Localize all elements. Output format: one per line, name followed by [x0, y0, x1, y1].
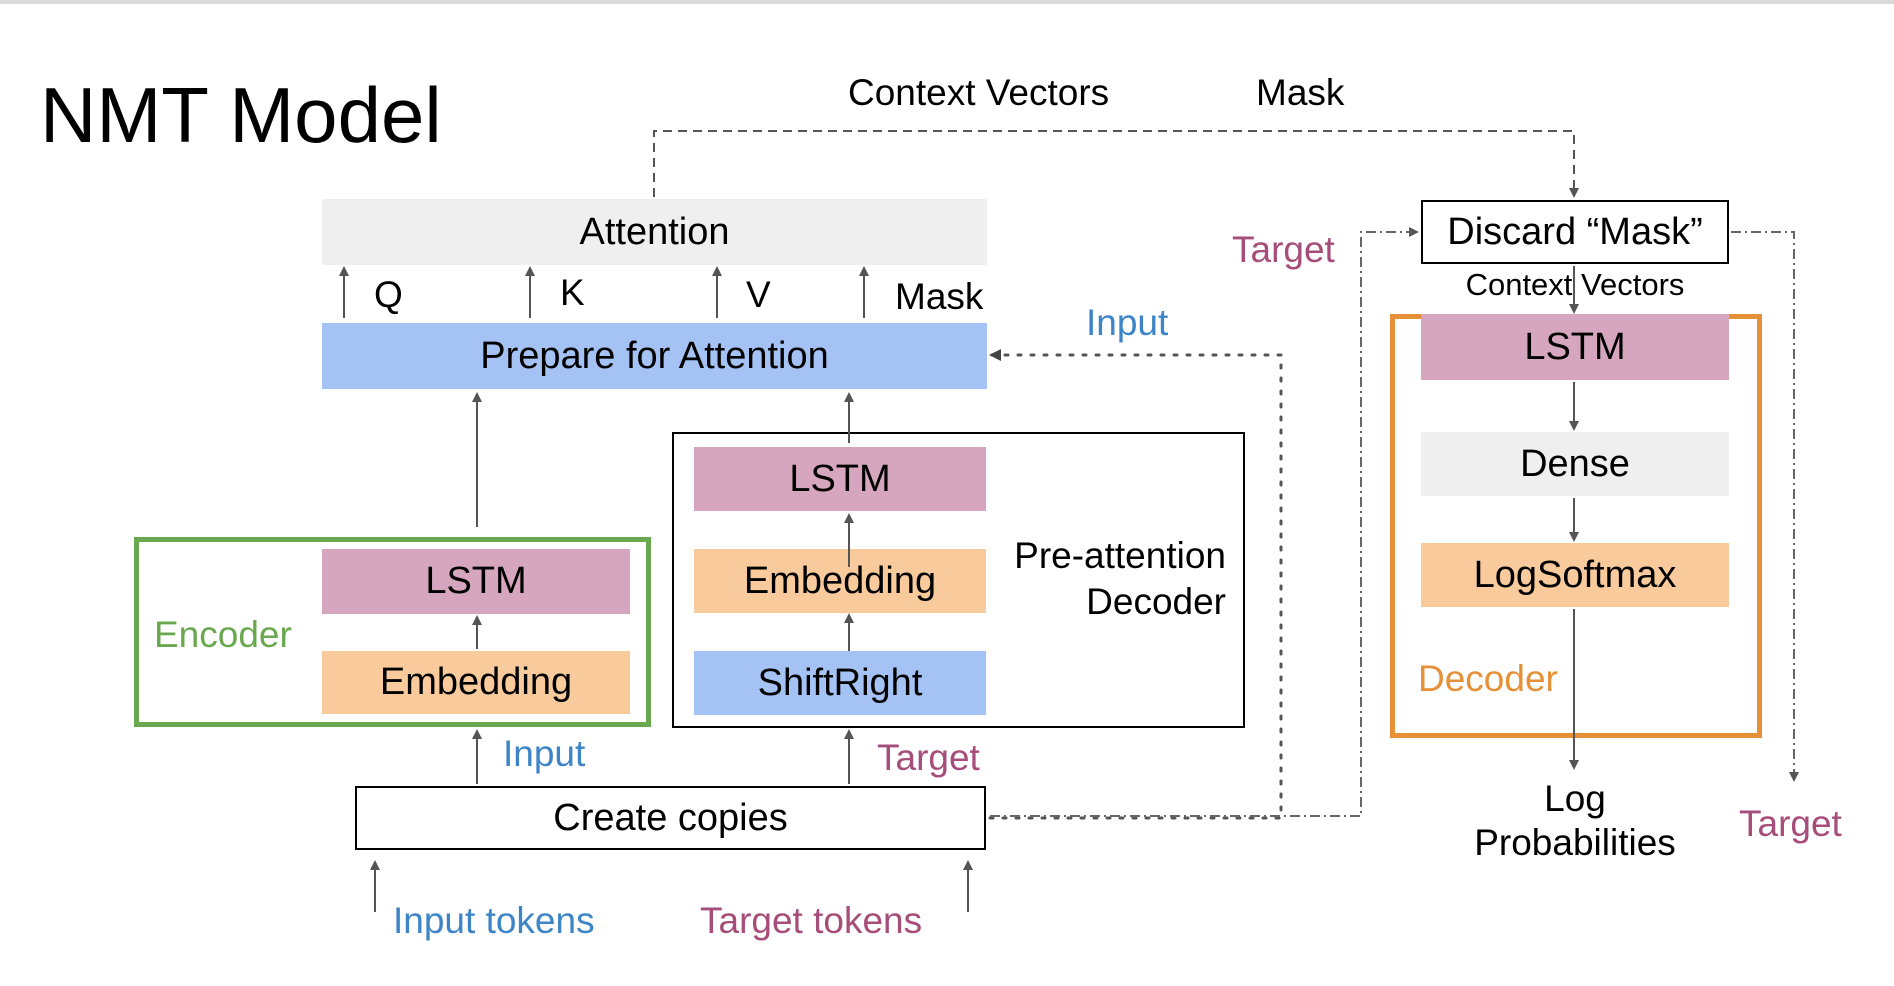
log-probabilities-line1: Log: [1544, 778, 1606, 819]
encoder-label: Encoder: [154, 614, 292, 655]
attention-block: Attention: [322, 199, 987, 265]
discard-mask-block: Discard “Mask”: [1421, 200, 1729, 264]
context-vectors-dashed-path: [653, 130, 1579, 198]
discard-target-label: Target: [1232, 229, 1335, 270]
log-probabilities-line2: Probabilities: [1474, 822, 1676, 863]
create-copies-block: Create copies: [355, 786, 986, 850]
context-vectors-label: Context Vectors: [848, 72, 1110, 113]
pre-decoder-embedding-block: Embedding: [694, 549, 986, 613]
target-tokens-label: Target tokens: [700, 900, 923, 941]
output-target-label: Target: [1739, 803, 1842, 844]
copies-input-label: Input: [503, 733, 586, 774]
decoder-label: Decoder: [1418, 658, 1558, 699]
target-dashdot-path: [990, 227, 1419, 817]
prepare-input-label: Input: [1086, 302, 1169, 343]
output-target-dashdot-path: [1731, 231, 1799, 782]
encoder-lstm-block: LSTM: [322, 549, 630, 614]
v-label: V: [746, 274, 771, 315]
pre-decoder-lstm-block: LSTM: [694, 447, 986, 511]
pre-attention-decoder-container: [672, 432, 1245, 728]
input-tokens-label: Input tokens: [393, 900, 595, 941]
page-title: NMT Model: [40, 71, 442, 159]
prepare-for-attention-block: Prepare for Attention: [322, 323, 987, 389]
copies-target-label: Target: [877, 737, 980, 778]
top-border: [0, 0, 1894, 4]
q-label: Q: [374, 274, 403, 315]
attention-mask-label: Mask: [895, 276, 984, 317]
shift-right-block: ShiftRight: [694, 651, 986, 715]
pre-decoder-label-line1: Pre-attention: [1014, 535, 1226, 576]
mask-label: Mask: [1256, 72, 1345, 113]
encoder-container: [134, 537, 651, 727]
decoder-lstm-block: LSTM: [1421, 314, 1729, 380]
input-dotted-path: [988, 349, 1283, 820]
encoder-embedding-block: Embedding: [322, 651, 630, 714]
dense-block: Dense: [1421, 432, 1729, 496]
logsoftmax-block: LogSoftmax: [1421, 543, 1729, 607]
pre-decoder-label-line2: Decoder: [1086, 581, 1226, 622]
k-label: K: [560, 272, 585, 313]
